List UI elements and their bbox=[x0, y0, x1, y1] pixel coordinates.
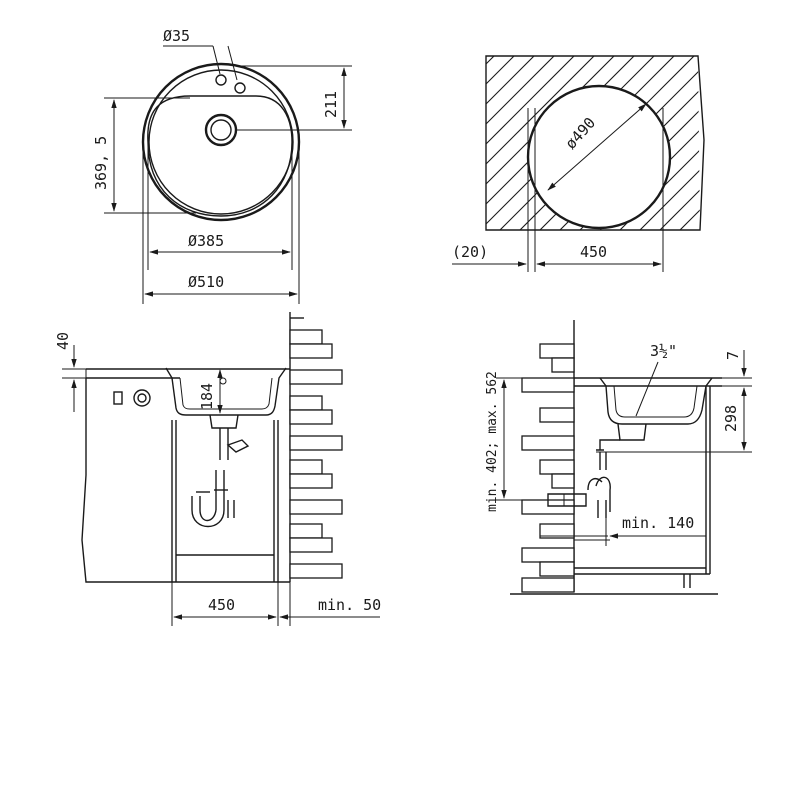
dim-cabinet-label: 450 bbox=[580, 243, 607, 261]
drain-inner bbox=[210, 119, 232, 141]
dim-bowl-depth-label: 184 bbox=[198, 383, 216, 410]
dim-cutout-diameter-label: ø490 bbox=[562, 114, 600, 153]
dim-rim-label: 7 bbox=[724, 351, 742, 360]
tap-hole-2 bbox=[234, 82, 246, 94]
dim-bowl-diameter-label: Ø385 bbox=[188, 232, 224, 250]
bottle-trap bbox=[587, 476, 611, 512]
appliance-knob-inner bbox=[137, 393, 147, 403]
drain-waste-right bbox=[617, 423, 647, 441]
brick-wall-right bbox=[521, 320, 575, 593]
side-view-left: 184 40 450 min. 50 bbox=[54, 312, 381, 626]
dim-height-label: 298 bbox=[722, 405, 740, 432]
top-view: Ø35 211 369, 5 Ø385 Ø510 bbox=[92, 27, 352, 304]
cutout-circle bbox=[526, 84, 672, 230]
dim-drain-size-label: 3½" bbox=[650, 342, 677, 360]
dim-outer-diameter-label: Ø510 bbox=[188, 273, 224, 291]
dim-cabinet-width-label: 450 bbox=[208, 596, 235, 614]
brick-wall-left bbox=[289, 312, 343, 582]
appliance-knob-outer bbox=[133, 389, 151, 407]
dim-waste-distance-label: min. 140 bbox=[622, 514, 694, 532]
waste-pipe bbox=[547, 493, 587, 507]
dim-clearance-label: (20) bbox=[452, 243, 488, 261]
sink-bowl-section-right bbox=[599, 377, 713, 425]
sink-bowl-section bbox=[165, 367, 287, 416]
dim-hole-label: Ø35 bbox=[163, 27, 190, 45]
cutout-view: ø490 (20) 450 bbox=[452, 55, 705, 272]
overflow-connector bbox=[226, 439, 250, 453]
dim-wall-gap-label: min. 50 bbox=[318, 596, 381, 614]
dim-worktop-label: 40 bbox=[54, 332, 72, 350]
sink-inner-rim bbox=[148, 69, 294, 215]
appliance-outline bbox=[81, 378, 172, 583]
side-view-right: 3½" 7 298 min. 402; max. 562 min. 140 bbox=[485, 320, 752, 595]
drain-waste bbox=[209, 414, 239, 429]
sink-outer-rim bbox=[141, 62, 301, 222]
dim-bowl-offset-label: 369, 5 bbox=[92, 136, 110, 190]
dim-depth-label: 211 bbox=[322, 91, 340, 118]
worktop-hatching bbox=[486, 56, 700, 230]
s-trap bbox=[191, 496, 225, 527]
tap-hole-1 bbox=[215, 74, 227, 86]
worktop-outline bbox=[485, 55, 705, 231]
dim-waste-height-label: min. 402; max. 562 bbox=[485, 371, 500, 512]
